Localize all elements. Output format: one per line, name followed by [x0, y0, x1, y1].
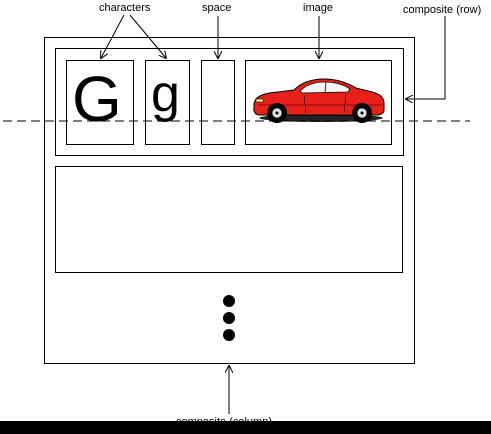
characters-label: characters	[99, 2, 151, 14]
composite-row-arrow	[406, 16, 446, 99]
ellipsis-dot-2	[223, 312, 235, 324]
character-box-lower-g: g	[145, 60, 190, 145]
car-image	[253, 78, 385, 123]
space-box	[201, 60, 235, 145]
ellipsis-dot-1	[223, 295, 235, 307]
composite-row-box	[55, 48, 404, 156]
characters-arrow-upper	[101, 14, 125, 58]
image-label: image	[303, 2, 333, 14]
character-lower-g: g	[151, 65, 180, 123]
composite-row-label: composite (row)	[403, 4, 482, 16]
character-upper-g: G	[72, 63, 122, 135]
character-box-upper-g: G	[66, 60, 134, 145]
characters-arrow-lower	[129, 14, 166, 58]
child-composite-box	[55, 166, 403, 273]
composite-column-box	[44, 37, 415, 364]
space-label: space	[202, 2, 232, 14]
ellipsis-dot-3	[223, 329, 235, 341]
image-box	[245, 60, 392, 145]
bottom-black-bar	[0, 421, 491, 434]
